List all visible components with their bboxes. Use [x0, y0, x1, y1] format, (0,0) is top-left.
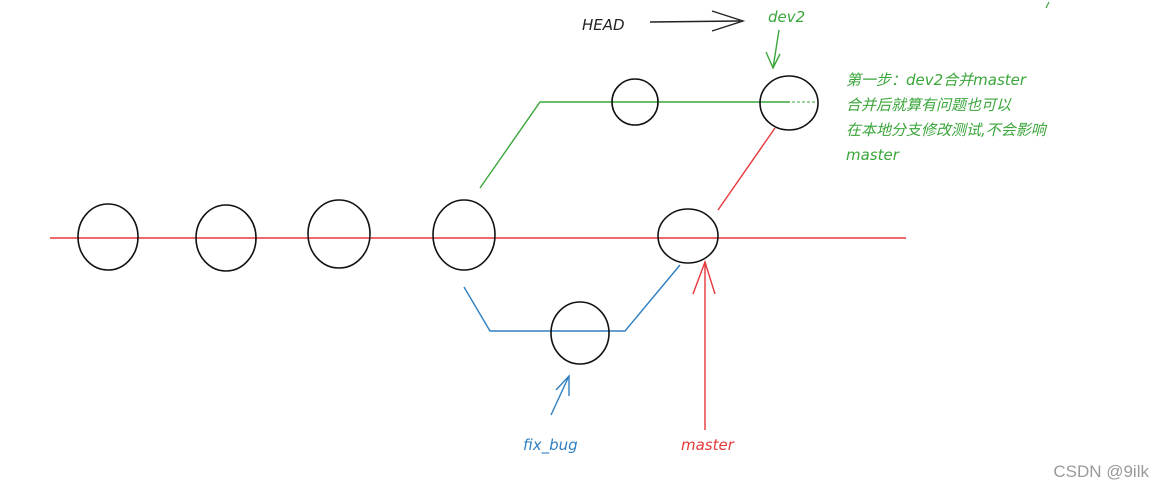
merge-note-line-2: 合并后就算有问题也可以	[846, 96, 1012, 114]
merge-note: 第一步：dev2合并master 合并后就算有问题也可以 在本地分支修改测试,不…	[846, 71, 1048, 164]
commit-node-fix-bug	[550, 301, 610, 365]
head-label: HEAD	[582, 16, 625, 34]
commit-node-master-head	[657, 208, 719, 264]
dev2-arrow	[765, 29, 781, 70]
commit-node-dev2-1	[611, 78, 659, 126]
watermark: CSDN @9ilk	[1053, 462, 1149, 481]
merge-note-line-1: 第一步：dev2合并master	[846, 71, 1027, 89]
stray-mark	[1045, 1, 1050, 9]
commit-node-dev2-head	[759, 75, 819, 131]
fix-bug-label: fix_bug	[523, 436, 578, 455]
master-label: master	[681, 436, 735, 454]
dev2-label: dev2	[768, 8, 805, 26]
commit-node-1	[77, 203, 139, 271]
head-arrow	[649, 10, 746, 32]
master-arrow	[692, 259, 716, 430]
fix-bug-branch-line	[463, 264, 681, 332]
merge-note-line-4: master	[846, 146, 900, 164]
merge-master-to-dev2-line	[717, 127, 776, 211]
dev2-branch-line	[479, 101, 790, 189]
merge-note-line-3: 在本地分支修改测试,不会影响	[846, 121, 1048, 139]
commit-node-2	[195, 204, 257, 272]
commit-node-3	[307, 199, 371, 269]
fix-bug-arrow	[550, 374, 570, 416]
commit-node-branch-point	[432, 199, 496, 271]
